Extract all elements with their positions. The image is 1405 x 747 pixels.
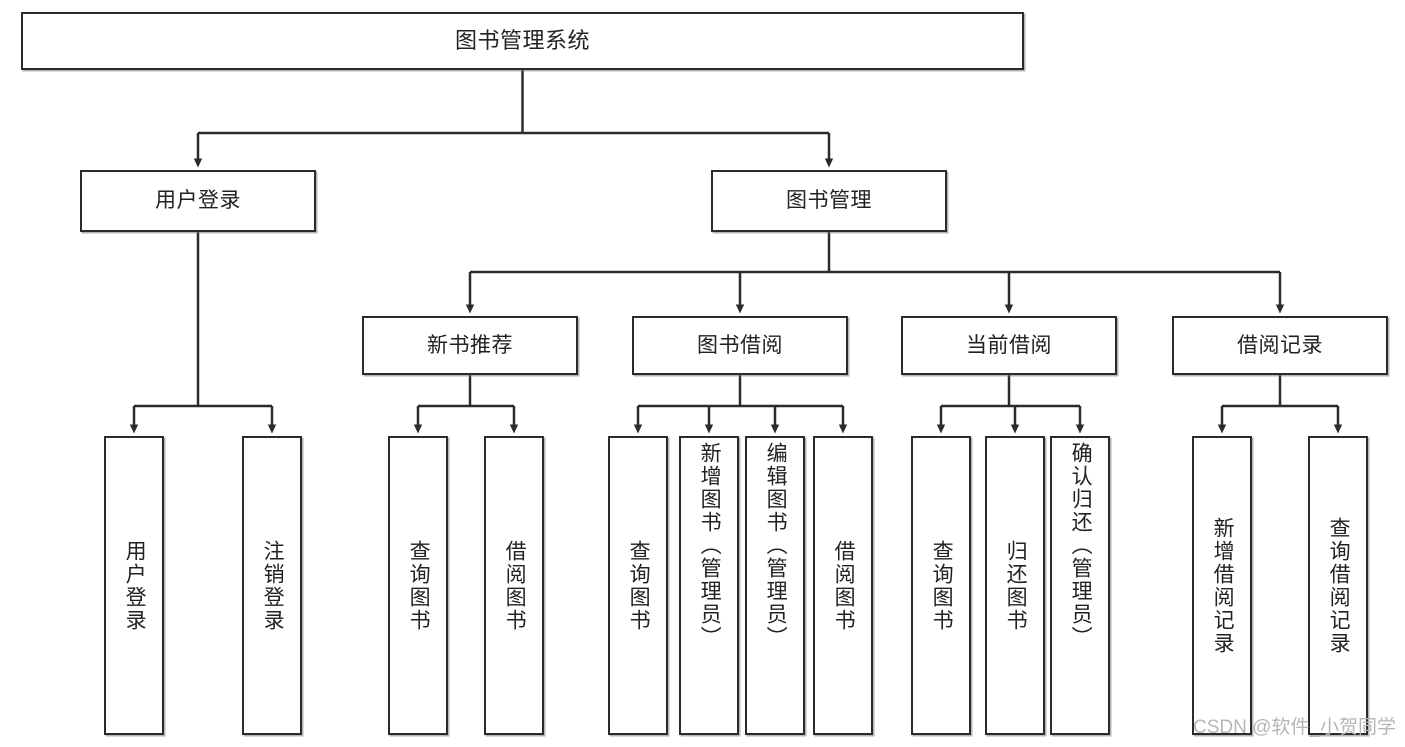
- node-label: 借阅图书: [503, 539, 527, 632]
- node-label: 新增图书（管理员）: [698, 442, 722, 649]
- node-label: 图书借阅: [697, 333, 783, 357]
- node-leaf-query-book-3[interactable]: 查询图书: [911, 436, 971, 735]
- node-label: 图书管理: [786, 189, 872, 213]
- node-label: 确认归还（管理员）: [1069, 442, 1093, 649]
- node-leaf-add-book[interactable]: 新增图书（管理员）: [679, 436, 739, 735]
- node-newbook[interactable]: 新书推荐: [362, 316, 578, 375]
- node-label: 查询借阅记录: [1327, 516, 1351, 655]
- node-label: 新书推荐: [427, 333, 513, 357]
- node-current[interactable]: 当前借阅: [901, 316, 1117, 375]
- node-bookmgmt[interactable]: 图书管理: [711, 170, 947, 232]
- node-label: 注销登录: [261, 539, 285, 632]
- node-login[interactable]: 用户登录: [80, 170, 316, 232]
- node-label: 图书管理系统: [454, 27, 590, 53]
- node-leaf-return-book[interactable]: 归还图书: [985, 436, 1045, 735]
- node-label: 查询图书: [407, 539, 431, 632]
- node-label: 查询图书: [627, 539, 651, 632]
- csdn-watermark: CSDN @软件_小贺同学: [1193, 717, 1396, 738]
- node-label: 借阅图书: [832, 539, 856, 632]
- node-label: 当前借阅: [966, 333, 1052, 357]
- node-label: 新增借阅记录: [1211, 516, 1235, 655]
- node-leaf-confirm-return[interactable]: 确认归还（管理员）: [1050, 436, 1110, 735]
- node-label: 用户登录: [123, 539, 147, 632]
- node-label: 借阅记录: [1237, 333, 1323, 357]
- node-leaf-user-login[interactable]: 用户登录: [104, 436, 164, 735]
- node-root[interactable]: 图书管理系统: [21, 12, 1024, 70]
- node-label: 查询图书: [930, 539, 954, 632]
- node-leaf-query-book-2[interactable]: 查询图书: [608, 436, 668, 735]
- node-leaf-add-record[interactable]: 新增借阅记录: [1192, 436, 1252, 735]
- node-leaf-borrow-book-2[interactable]: 借阅图书: [813, 436, 873, 735]
- node-leaf-borrow-book-1[interactable]: 借阅图书: [484, 436, 544, 735]
- node-leaf-query-record[interactable]: 查询借阅记录: [1308, 436, 1368, 735]
- node-label: 归还图书: [1004, 539, 1028, 632]
- node-leaf-edit-book[interactable]: 编辑图书（管理员）: [745, 436, 805, 735]
- node-leaf-user-logout[interactable]: 注销登录: [242, 436, 302, 735]
- node-label: 编辑图书（管理员）: [764, 442, 788, 649]
- node-leaf-query-book-1[interactable]: 查询图书: [388, 436, 448, 735]
- node-label: 用户登录: [155, 189, 241, 213]
- node-borrow[interactable]: 图书借阅: [632, 316, 848, 375]
- node-records[interactable]: 借阅记录: [1172, 316, 1388, 375]
